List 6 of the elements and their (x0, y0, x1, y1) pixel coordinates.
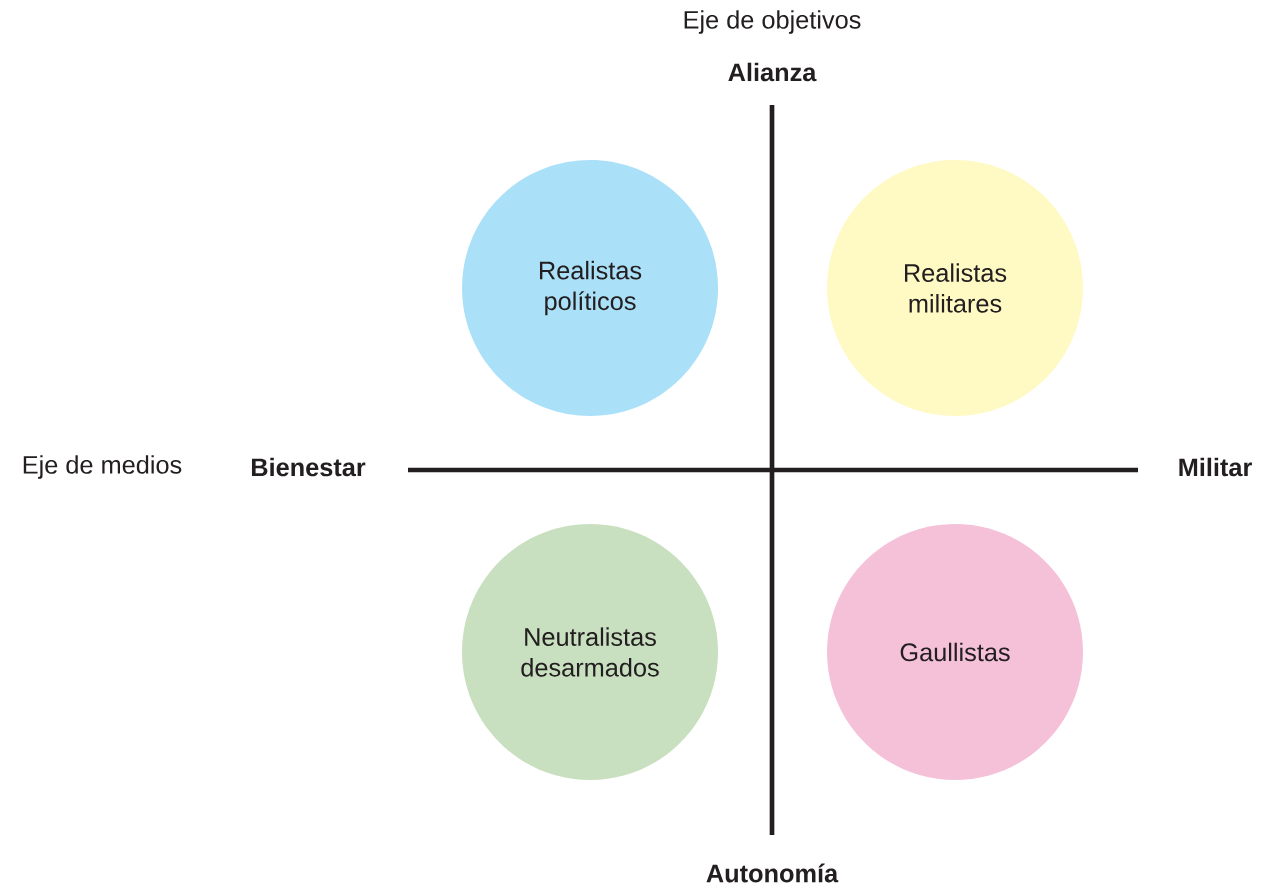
axis-label: Alianza (728, 62, 817, 82)
axis-label: Bienestar (251, 457, 366, 477)
axis-label: Eje de objetivos (684, 10, 861, 34)
axis-label: Militar (1179, 457, 1252, 477)
axis-label: Autonomía (706, 863, 839, 883)
axis-label: Eje de medios (23, 455, 182, 479)
